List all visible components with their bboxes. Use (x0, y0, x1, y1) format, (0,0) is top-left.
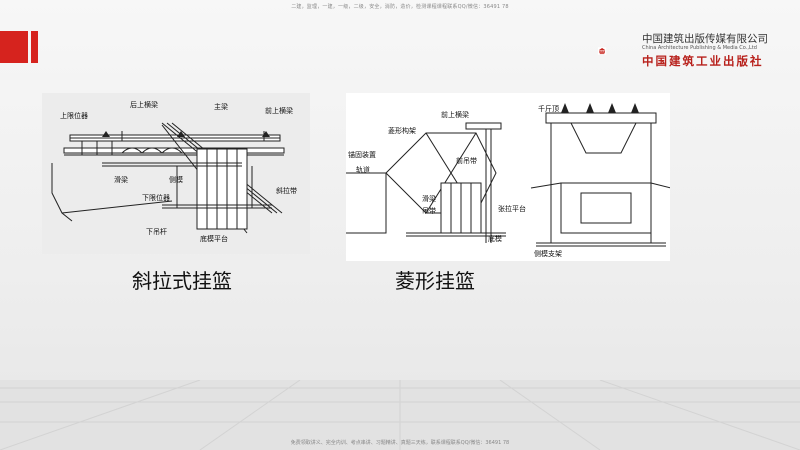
rhombus-traveller-figure: 菱形构架 前上横梁 锚固装置 轨道 前吊带 滑梁 吊带 张拉平台 底模 千斤顶 … (346, 93, 672, 261)
red-accent-bar (31, 31, 38, 63)
footer-note: 免费领取讲义、完全内训、考点串讲、习题精讲、真题三天练，联系课程联系QQ/微信：… (290, 440, 510, 446)
label-rail: 轨道 (356, 165, 370, 174)
label-jack: 千斤顶 (538, 104, 559, 113)
label-hanger-a: 前吊带 (456, 156, 477, 165)
label-cable: 斜拉带 (276, 186, 297, 195)
press-name: 中国建筑工业出版社 (642, 54, 764, 68)
rhombus-diagram: 菱形构架 前上横梁 锚固装置 轨道 前吊带 滑梁 吊带 张拉平台 底模 千斤顶 … (346, 103, 672, 258)
label-rear-beam: 后上横梁 (130, 100, 158, 109)
caption-rhombus: 菱形挂篮 (395, 269, 475, 293)
red-accent-block (0, 31, 28, 63)
label-bottom-platform: 底模平台 (200, 234, 228, 243)
cable-stayed-diagram: 上限位器 后上横梁 主梁 前上横梁 滑梁 侧模 下限位器 下吊杆 斜拉带 底模平… (51, 100, 297, 243)
cable-stayed-traveller-figure: 上限位器 后上横梁 主梁 前上横梁 滑梁 侧模 下限位器 下吊杆 斜拉带 底模平… (42, 93, 310, 254)
label-anchor: 锚固装置 (348, 150, 376, 159)
label-truss: 菱形构架 (388, 126, 416, 135)
label-lower-limiter: 下限位器 (142, 193, 170, 202)
label-side-form: 侧模 (169, 175, 183, 184)
label-slide-beam-r: 滑梁 (422, 194, 436, 203)
label-lower-rod: 下吊杆 (146, 227, 167, 236)
label-front-beam-r: 前上横梁 (441, 110, 469, 119)
publisher-name-en: China Architecture Publishing & Media Co… (642, 45, 757, 51)
label-side-support: 侧模支架 (534, 249, 562, 258)
label-main-beam: 主梁 (214, 102, 228, 111)
label-front-beam: 前上横梁 (265, 106, 293, 115)
header-note: 二建，监理，一建，一级，二级，安全，消防，造价，检测课程课程联系QQ/微信：36… (291, 4, 509, 10)
label-upper-limiter: 上限位器 (60, 111, 88, 120)
publisher-name-cn: 中国建筑出版传媒有限公司 (642, 33, 768, 45)
label-tension-platform: 张拉平台 (498, 204, 526, 213)
label-slide-beam: 滑梁 (114, 175, 128, 184)
label-bottom-form: 底模 (488, 234, 502, 243)
publisher-logo-icon (598, 47, 607, 55)
caption-cable-stayed: 斜拉式挂篮 (132, 269, 232, 293)
floor-decoration (0, 380, 800, 450)
label-hanger-b: 吊带 (422, 207, 436, 215)
